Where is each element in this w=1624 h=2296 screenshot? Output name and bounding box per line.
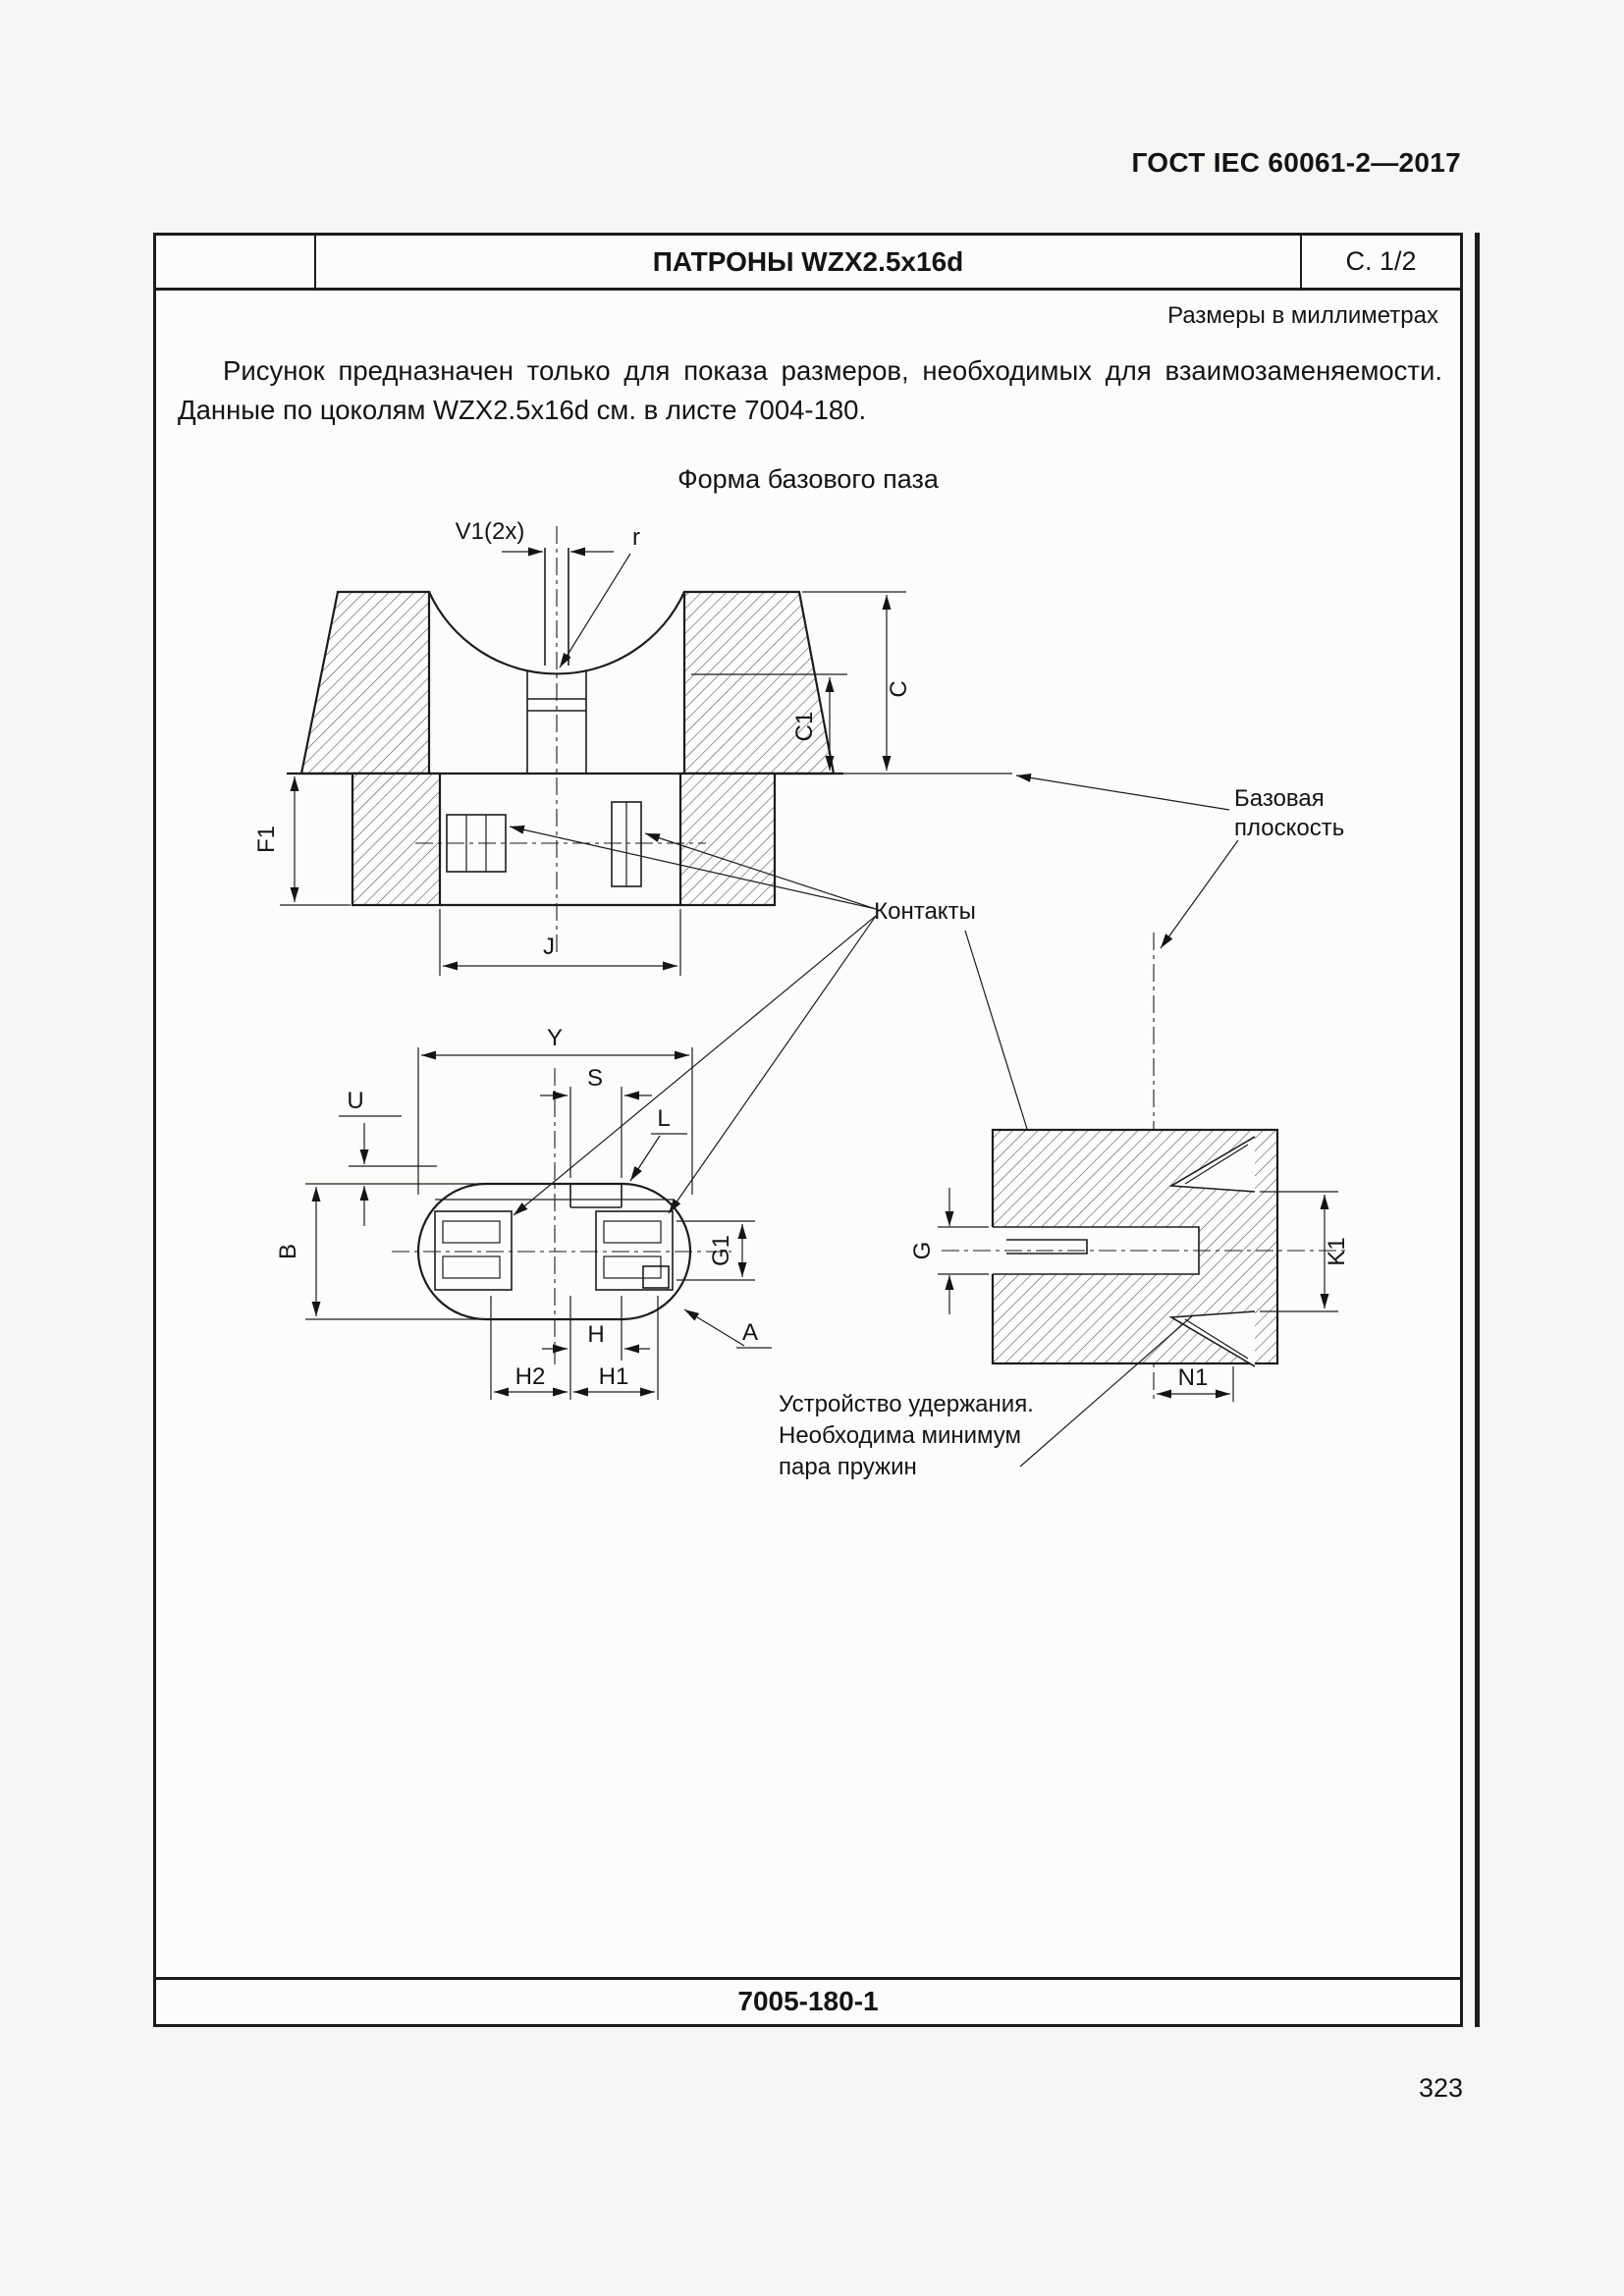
dim-label-u: U — [347, 1088, 363, 1114]
dim-label-g: G — [909, 1242, 936, 1260]
lamp-slot — [526, 671, 587, 774]
units-note: Размеры в миллиметрах — [1167, 302, 1438, 329]
retention-label-line2: Необходима минимум — [779, 1422, 1021, 1449]
section-view-top — [287, 526, 1012, 956]
sheet-frame: ПАТРОНЫ WZX2.5x16d С. 1/2 Размеры в милл… — [153, 233, 1463, 2027]
holder-outline — [416, 1182, 692, 1321]
contact-strip — [1006, 1239, 1088, 1255]
sheet-titlebar: ПАТРОНЫ WZX2.5x16d С. 1/2 — [156, 236, 1460, 291]
dims-right-view: G K1 N1 — [909, 1188, 1350, 1402]
dim-label-h: H — [587, 1321, 604, 1348]
retention-label-line3: пара пружин — [779, 1454, 917, 1480]
dim-label-h2: H2 — [515, 1363, 546, 1390]
dim-label-j: J — [543, 934, 555, 960]
intro-paragraph-line1: Рисунок предназначен только для показа р… — [223, 355, 1442, 386]
sheet-page-ref: С. 1/2 — [1300, 236, 1460, 288]
titlebar-empty-cell — [156, 236, 316, 288]
retention-label-line1: Устройство удержания. — [779, 1391, 1034, 1417]
footer-rule — [156, 1977, 1460, 1980]
contact-left-bottom-view — [434, 1210, 513, 1291]
spring-top — [1168, 1136, 1256, 1193]
dim-label-k1: K1 — [1324, 1237, 1350, 1265]
dim-label-n1: N1 — [1178, 1364, 1209, 1391]
annotation-contacts: Контакты — [509, 825, 1061, 1237]
base-plane-label-line1: Базовая — [1234, 785, 1325, 812]
contacts-label: Контакты — [874, 898, 976, 925]
contact-right-bottom-view — [595, 1210, 674, 1291]
view-bottom — [392, 1068, 731, 1364]
dim-label-c: C — [886, 680, 912, 697]
spring-bottom — [1168, 1310, 1256, 1367]
intro-paragraph-line2: Данные по цоколям WZX2.5x16d см. в листе… — [178, 395, 867, 425]
annotation-base-plane: Базовая плоскость — [1015, 773, 1344, 1400]
dim-label-v1: V1(2x) — [456, 518, 525, 545]
dim-label-r: r — [632, 524, 640, 551]
standard-designation: ГОСТ IEC 60061-2—2017 — [1131, 147, 1461, 178]
dim-label-b: B — [275, 1244, 301, 1259]
groove-arc — [428, 591, 685, 675]
sheet-number: 7005-180-1 — [737, 1986, 879, 2016]
dims-top-view: V1(2x) r C C1 F1 J — [253, 518, 912, 976]
dim-label-s: S — [587, 1065, 603, 1092]
right-double-rule — [1475, 233, 1480, 2027]
technical-drawing: V1(2x) r C C1 F1 J Базовая плоскость — [253, 518, 1350, 1480]
figure-title: Форма базового паза — [677, 464, 939, 494]
dim-label-c1: C1 — [791, 712, 818, 742]
dim-label-y: Y — [547, 1025, 563, 1051]
dim-label-g1: G1 — [708, 1235, 734, 1266]
v1-slot-lines — [544, 548, 569, 666]
section-view-retention — [942, 1128, 1346, 1367]
page-number: 323 — [1418, 2073, 1463, 2103]
center-slot — [569, 1184, 623, 1208]
dim-label-l: L — [657, 1105, 670, 1132]
dim-label-h1: H1 — [599, 1363, 629, 1390]
annotation-retention: Устройство удержания. Необходима минимум… — [779, 1314, 1194, 1480]
sheet-title: ПАТРОНЫ WZX2.5x16d — [652, 245, 964, 277]
dim-label-f1: F1 — [253, 826, 280, 853]
dims-bottom-view: Y S U L B G1 A H — [275, 1025, 772, 1400]
dim-label-a: A — [742, 1319, 758, 1346]
base-plane-label-line2: плоскость — [1234, 815, 1344, 841]
